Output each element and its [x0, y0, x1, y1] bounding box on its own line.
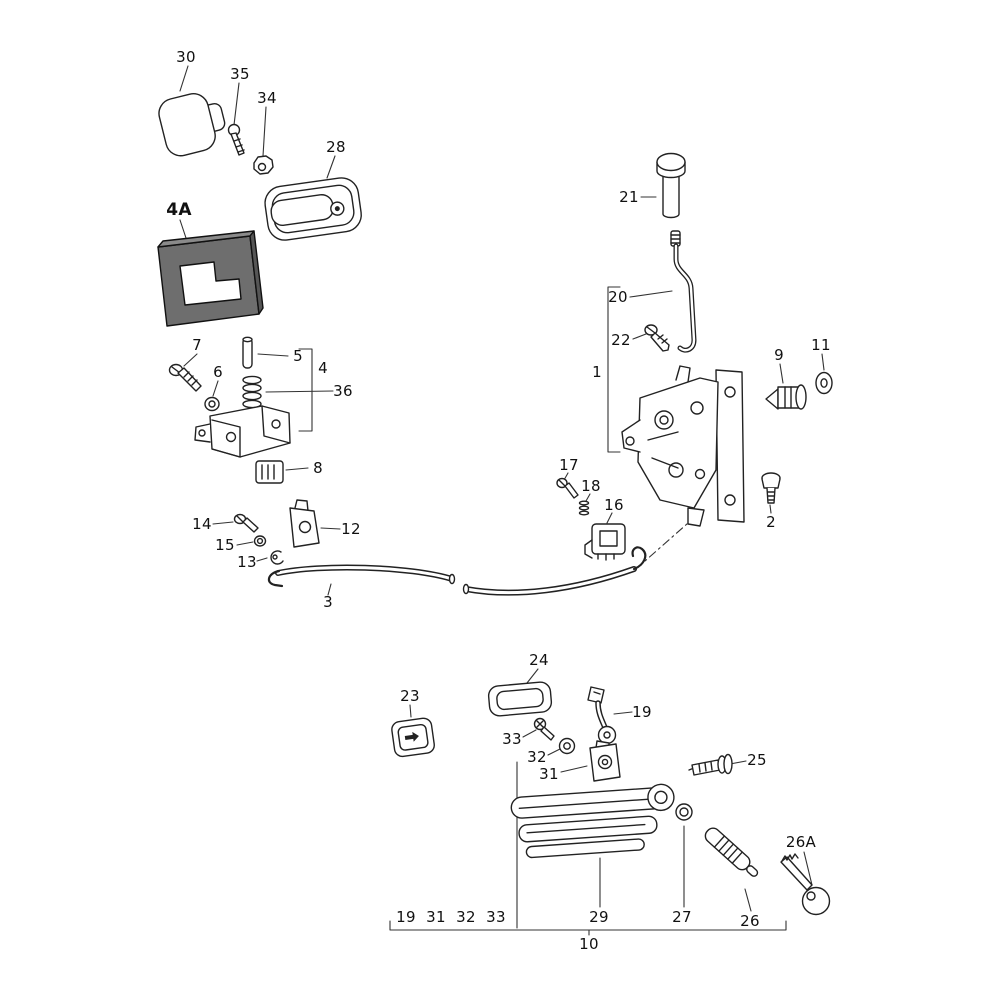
- group-label-19: 19: [396, 908, 416, 926]
- part-17-drawing: [556, 477, 579, 499]
- part-4a-drawing: [157, 230, 264, 327]
- part-label-28: 28: [326, 138, 346, 156]
- part-26a-key-drawing: [780, 853, 831, 916]
- group-label-33: 33: [486, 908, 506, 926]
- part-23-drawing: [391, 717, 435, 758]
- part-label-6: 6: [213, 363, 223, 381]
- part-24-drawing: [487, 681, 553, 717]
- part-33-drawing: [533, 717, 555, 741]
- part-28-drawing: [264, 177, 362, 241]
- part-label-17: 17: [559, 456, 579, 474]
- part-label-2: 2: [766, 513, 776, 531]
- part-label-30: 30: [176, 48, 196, 66]
- part-6-drawing: [204, 396, 220, 412]
- part-label-8: 8: [313, 459, 323, 477]
- part-5-drawing: [242, 336, 253, 369]
- part-29-handle-drawing: [510, 783, 675, 859]
- part-11-drawing: [815, 371, 833, 395]
- part-8-drawing: [255, 460, 284, 484]
- part-label-26a: 26A: [785, 833, 817, 851]
- part-36-drawing: [242, 375, 262, 409]
- part-19-lever-drawing: [587, 686, 617, 745]
- part-label-29: 29: [589, 908, 609, 926]
- part-label-13: 13: [237, 553, 257, 571]
- part-25-drawing: [688, 753, 733, 776]
- part-13-drawing: [270, 550, 284, 565]
- part-27-drawing: [675, 803, 693, 821]
- part-label-19: 19: [632, 703, 652, 721]
- part-label-26: 26: [740, 912, 760, 930]
- part-label-15: 15: [215, 536, 235, 554]
- part-12-drawing: [289, 499, 320, 548]
- part-9-drawing: [765, 384, 807, 410]
- part-label-16: 16: [604, 496, 624, 514]
- part-label-27: 27: [672, 908, 692, 926]
- part-22-drawing: [644, 324, 670, 352]
- part-34-drawing: [253, 155, 274, 175]
- part-35-drawing: [227, 123, 245, 156]
- part-label-23: 23: [400, 687, 420, 705]
- part-label-1: 1: [592, 363, 602, 381]
- part-20-rod-drawing: [670, 230, 697, 353]
- part-14-drawing: [233, 513, 259, 533]
- part-label-36: 36: [333, 382, 353, 400]
- part-3-rod-drawing: [267, 546, 647, 596]
- part-label-3: 3: [323, 593, 333, 611]
- part-21-drawing: [656, 152, 686, 219]
- part-label-34: 34: [257, 89, 277, 107]
- part-label-9: 9: [774, 346, 784, 364]
- part-1-lock-drawing: [621, 365, 745, 527]
- part-label-4: 4: [318, 359, 328, 377]
- part-32-drawing: [558, 737, 576, 755]
- part-label-31: 31: [539, 765, 559, 783]
- part-label-24: 24: [529, 651, 549, 669]
- part-label-4a: 4A: [166, 200, 192, 220]
- part-30-drawing: [158, 93, 226, 157]
- part-7-drawing: [168, 363, 202, 392]
- part-16-drawing: [584, 523, 626, 561]
- part-15-drawing: [253, 535, 267, 547]
- part-label-11: 11: [811, 336, 831, 354]
- part-label-14: 14: [192, 515, 212, 533]
- part-18-drawing: [578, 500, 590, 516]
- part-label-32: 32: [527, 748, 547, 766]
- part-26-cylinder-drawing: [704, 827, 759, 877]
- part-2-drawing: [761, 472, 781, 504]
- group-label-32: 32: [456, 908, 476, 926]
- part-label-12: 12: [341, 520, 361, 538]
- part-31-drawing: [589, 740, 621, 782]
- part-label-10: 10: [579, 935, 599, 953]
- part-label-21: 21: [619, 188, 639, 206]
- part-label-33: 33: [502, 730, 522, 748]
- part-label-25: 25: [747, 751, 767, 769]
- part-label-22: 22: [611, 331, 631, 349]
- part-label-7: 7: [192, 336, 202, 354]
- part-label-35: 35: [230, 65, 250, 83]
- part-label-18: 18: [581, 477, 601, 495]
- group-label-31: 31: [426, 908, 446, 926]
- part-label-5: 5: [293, 347, 303, 365]
- part-4-drawing: [194, 405, 291, 458]
- part-label-20: 20: [608, 288, 628, 306]
